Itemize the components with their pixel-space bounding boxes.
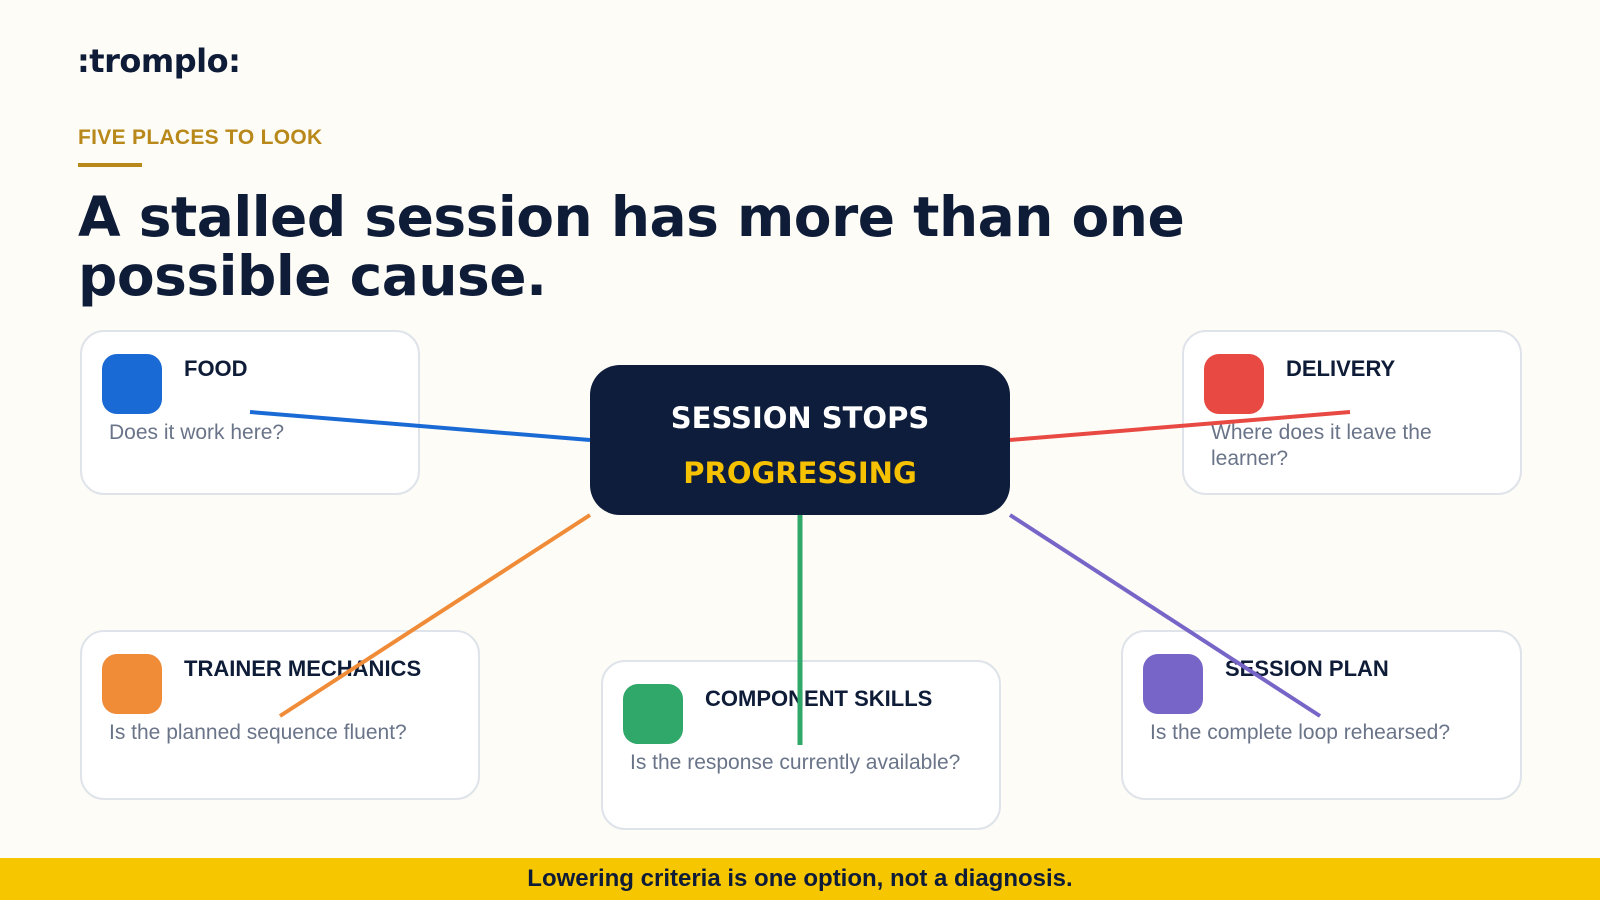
cause-card-trainer-mechanics: TRAINER MECHANICS Is the planned sequenc… [80,630,480,800]
connector-session-plan [1008,513,1322,718]
trainer-mechanics-swatch-icon [102,654,162,714]
cause-card-component-skills: COMPONENT SKILLS Is the response current… [601,660,1001,830]
cause-question-trainer-mechanics: Is the planned sequence fluent? [109,721,407,744]
section-eyebrow: FIVE PLACES TO LOOK [78,126,323,149]
cause-card-session-plan: SESSION PLAN Is the complete loop rehear… [1121,630,1522,800]
delivery-swatch-icon [1204,354,1264,414]
page-headline: A stalled session has more than one poss… [78,185,1185,308]
session-plan-swatch-icon [1143,654,1203,714]
cause-question-component-skills: Is the response currently available? [630,751,961,774]
footer-banner: Lowering criteria is one option, not a d… [0,858,1600,900]
central-problem-hub: SESSION STOPS PROGRESSING [590,365,1010,515]
cause-title-delivery: DELIVERY [1286,356,1396,381]
tromplo-logo: :tromplo: [77,42,241,80]
eyebrow-underline [78,163,142,167]
cause-question-session-plan: Is the complete loop rehearsed? [1150,721,1451,744]
connector-delivery [1009,410,1351,442]
cause-title-trainer-mechanics: TRAINER MECHANICS [184,656,422,681]
component-skills-swatch-icon [623,684,683,744]
cause-title-component-skills: COMPONENT SKILLS [705,686,933,711]
food-swatch-icon [102,354,162,414]
hub-line-1: SESSION STOPS [670,401,930,435]
cause-question-food: Does it work here? [109,421,285,444]
connector-food [249,410,591,442]
cause-title-session-plan: SESSION PLAN [1225,656,1389,681]
hub-line-2: PROGRESSING [683,456,917,490]
cause-question-delivery: Where does it leave the learner? [1211,421,1432,470]
connector-trainer-mechanics [278,513,592,718]
cause-card-delivery: DELIVERY Where does it leave the learner… [1182,330,1522,495]
cause-title-food: FOOD [184,356,248,381]
